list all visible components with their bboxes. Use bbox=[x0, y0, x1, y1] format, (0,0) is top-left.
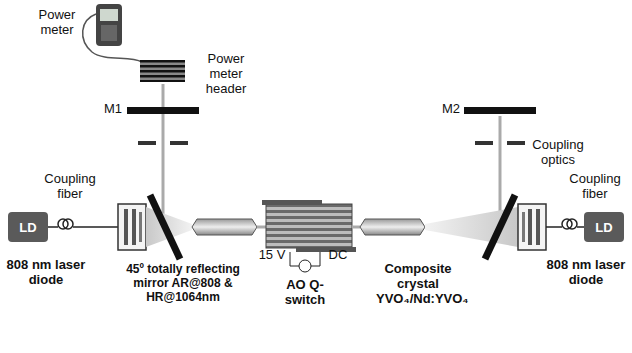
folding-mirror bbox=[485, 195, 515, 259]
composite-crystal bbox=[360, 219, 425, 235]
part-label: AO Q-switch bbox=[270, 278, 340, 308]
mirror-m1 bbox=[127, 107, 199, 114]
node-text: LD bbox=[19, 220, 36, 235]
coupling-fiber bbox=[48, 219, 118, 229]
laser-beam bbox=[499, 116, 502, 226]
part-label: 808 nm laser diode bbox=[546, 258, 626, 288]
part-label: 808 nm laser diode bbox=[6, 258, 86, 288]
part-label: 45º totally reflecting mirror AR@808 & H… bbox=[112, 263, 254, 304]
coupling-fiber bbox=[546, 219, 584, 229]
aperture bbox=[507, 141, 525, 145]
folding-mirror bbox=[150, 195, 180, 259]
aperture bbox=[475, 141, 493, 145]
aperture bbox=[170, 141, 188, 145]
part-label: M1 bbox=[100, 102, 126, 117]
power-meter bbox=[83, 4, 142, 62]
coupling-optics bbox=[118, 204, 146, 250]
laser-diode-box: LD bbox=[8, 212, 48, 242]
node-text: LD bbox=[595, 220, 612, 235]
laser-diode-box: LD bbox=[584, 212, 624, 242]
part-label: Coupling fiber bbox=[564, 172, 626, 202]
aperture bbox=[138, 141, 156, 145]
part-label: Coupling optics bbox=[528, 138, 588, 168]
part-label: Power meter bbox=[22, 8, 92, 38]
part-label: M2 bbox=[438, 102, 464, 117]
power-meter-head bbox=[140, 60, 185, 82]
mirror-m2 bbox=[464, 107, 536, 114]
laser-crystal bbox=[192, 219, 257, 235]
part-label: Power meter header bbox=[190, 52, 262, 97]
part-label: 15 V bbox=[256, 248, 288, 263]
laser-beam bbox=[162, 84, 165, 226]
coupling-optics bbox=[518, 204, 546, 250]
part-label: Composite crystal YVO₄/Nd:YVO₄ bbox=[376, 262, 460, 307]
part-label: Coupling fiber bbox=[38, 172, 102, 202]
part-label: DC bbox=[324, 248, 352, 263]
